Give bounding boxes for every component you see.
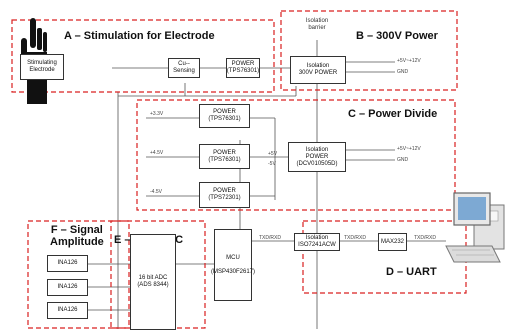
region-f-title: F – Signal Amplitude bbox=[50, 224, 104, 248]
adc-block: 16 bit ADC (ADS 8344) bbox=[130, 234, 176, 330]
ina126-1-block: INA126 bbox=[47, 255, 88, 272]
plus-5v-label: +5V bbox=[268, 151, 278, 157]
region-c-gnd-label: GND bbox=[397, 157, 409, 163]
region-a-title: A – Stimulation for Electrode bbox=[64, 30, 215, 42]
region-c-output-label: +5V~+12V bbox=[397, 146, 421, 152]
region-b-gnd-label: GND bbox=[397, 69, 409, 75]
region-f-outline bbox=[27, 220, 130, 329]
region-c-outline bbox=[136, 99, 456, 211]
computer-icon bbox=[445, 192, 505, 263]
power-neg-4v5-block: POWER (TPS72301) bbox=[199, 182, 250, 208]
stimulating-electrode-block: Stimulating Electrode bbox=[20, 54, 64, 80]
ina126-2-block: INA126 bbox=[47, 279, 88, 296]
txd-rxd-label-2: TXD/RXD bbox=[344, 235, 366, 241]
voltage-4v5-label: +4.5V bbox=[150, 150, 164, 156]
voltage-neg-4v5-label: -4.5V bbox=[150, 189, 162, 195]
isolation-dcv-block: Isolation POWER (DCV010505D) bbox=[288, 142, 346, 172]
region-c-title: C – Power Divide bbox=[348, 108, 438, 120]
isolation-barrier-label: Isolation barrier bbox=[305, 18, 329, 31]
region-b-output-label: +5V~+12V bbox=[397, 58, 421, 64]
region-d-title: D – UART bbox=[386, 266, 437, 278]
minus-5v-label: -5V bbox=[268, 161, 276, 167]
region-b-title: B – 300V Power bbox=[356, 30, 438, 42]
max232-block: MAX232 bbox=[378, 233, 407, 251]
power-a-block: POWER (TPS76301) bbox=[226, 58, 260, 78]
region-b-outline bbox=[280, 10, 458, 91]
region-d-outline bbox=[302, 220, 467, 294]
txd-rxd-label-1: TXD/RXD bbox=[259, 235, 281, 241]
power-3v3-block: POWER (TPS76301) bbox=[199, 104, 250, 128]
txd-rxd-label-3: TXD/RXD bbox=[414, 235, 436, 241]
power-4v5-block: POWER (TPS76301) bbox=[199, 144, 250, 169]
mcu-block: MCU (MSP430F2617) bbox=[211, 229, 255, 301]
ina126-3-block: INA126 bbox=[47, 302, 88, 319]
current-sensing-block: Cu-- Sensing bbox=[168, 58, 200, 78]
isolation-uart-block: Isolation ISO7241ACW bbox=[294, 233, 340, 251]
voltage-3v3-label: +3.3V bbox=[150, 111, 164, 117]
region-a-outline bbox=[11, 19, 275, 93]
isolation-300v-block: Isolation 300V POWER bbox=[290, 56, 346, 84]
